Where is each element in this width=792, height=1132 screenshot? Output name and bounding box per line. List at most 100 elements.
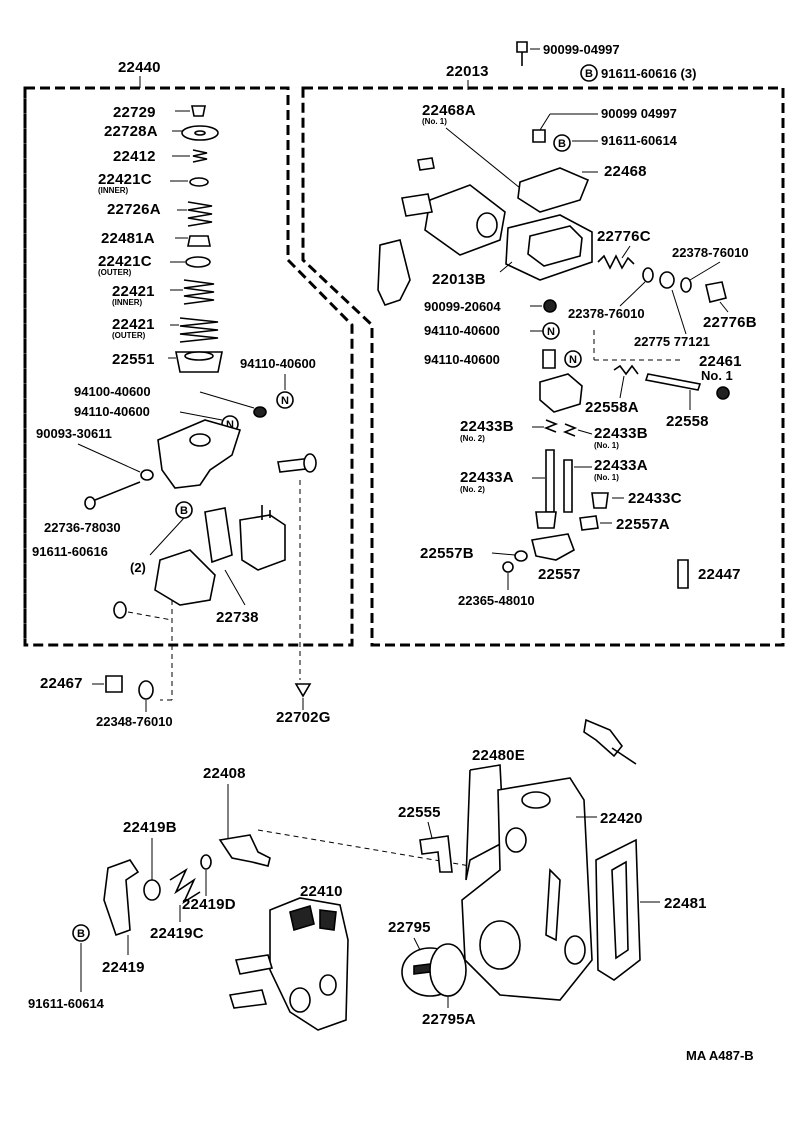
label-22461: 22461 — [699, 353, 742, 370]
label-91611-60614-b: 91611-60614 — [28, 996, 105, 1011]
part-22776C — [597, 254, 635, 270]
part-22558 — [644, 373, 702, 391]
bolt-marker-b-text: B — [585, 68, 593, 80]
part-22468 — [517, 167, 590, 213]
label-22365-48010: 22365-48010 — [458, 593, 535, 608]
nut-marker-a-text: N — [281, 395, 289, 407]
part-bracket-upper — [157, 419, 242, 489]
left-stack-parts — [175, 105, 223, 373]
label-22421-outer: 22421 — [112, 316, 155, 333]
label-22775: 22775 77121 — [634, 334, 710, 349]
label-22555: 22555 — [398, 804, 441, 821]
label-22447: 22447 — [698, 566, 741, 583]
part-22729 — [191, 105, 206, 117]
sub-22468A: (No. 1) — [422, 117, 447, 126]
part-22461 — [716, 386, 730, 400]
label-22557B: 22557B — [420, 545, 474, 562]
label-22419C: 22419C — [150, 925, 204, 942]
label-22795A: 22795A — [422, 1011, 476, 1028]
part-22726A — [187, 201, 213, 227]
label-94110-40600-d: 94110-40600 — [424, 352, 500, 367]
label-22013B: 22013B — [432, 271, 486, 288]
part-clip — [535, 511, 557, 529]
part-22365-48010 — [502, 561, 514, 573]
group-box-left — [23, 86, 354, 647]
part-22736-78030 — [89, 481, 141, 503]
label-22557A: 22557A — [616, 516, 670, 533]
label-22736-78030: 22736-78030 — [44, 520, 121, 535]
part-90099-04997-mid — [532, 129, 546, 143]
part-bracket-lever — [377, 239, 411, 306]
nut-marker-d — [564, 350, 582, 368]
part-22738-plate — [204, 507, 233, 564]
sub-22421C-inner: (INNER) — [98, 186, 129, 195]
label-22410: 22410 — [300, 883, 343, 900]
label-22433A-no2: 22433A — [460, 469, 514, 486]
label-22776C: 22776C — [597, 228, 651, 245]
label-22702G: 22702G — [276, 709, 331, 726]
label-90099-20604: 90099-20604 — [424, 299, 501, 314]
label-22726A: 22726A — [107, 201, 161, 218]
part-22447 — [677, 559, 689, 589]
group-box-right — [301, 86, 785, 647]
part-22557 — [531, 533, 575, 561]
part-switch — [239, 514, 286, 571]
bottom-assembly: 22408 22480E 22555 22420 22481 22795 — [28, 718, 707, 1031]
part-22421C-inner — [189, 177, 209, 187]
sub-22421-inner: (INNER) — [112, 298, 143, 307]
part-22433B-no1 — [562, 423, 578, 437]
part-22408 — [218, 834, 271, 867]
label-22433C: 22433C — [628, 490, 682, 507]
bolt-marker-d — [72, 924, 90, 942]
label-22440: 22440 — [118, 59, 161, 76]
bolt-marker-d-text: B — [77, 928, 85, 940]
part-22467 — [105, 675, 123, 693]
part-22558A — [613, 364, 639, 376]
bolt-marker-a-text: B — [180, 505, 188, 517]
part-block — [539, 373, 583, 413]
label-22468: 22468 — [604, 163, 647, 180]
nut-marker-b-text: N — [226, 419, 234, 431]
part-22433A-no1 — [563, 459, 573, 513]
label-22795: 22795 — [388, 919, 431, 936]
label-22467: 22467 — [40, 675, 83, 692]
label-22421-inner: 22421 — [112, 283, 155, 300]
label-91611-60616-3: 91611-60616 (3) — [601, 66, 696, 81]
label-22729: 22729 — [113, 104, 156, 121]
label-22738: 22738 — [216, 609, 259, 626]
label-94110-40600-b: 94110-40600 — [74, 404, 150, 419]
label-22728A: 22728A — [104, 123, 158, 140]
label-22412: 22412 — [113, 148, 156, 165]
nut-marker-c-text: N — [547, 326, 555, 338]
part-22433B-no2 — [543, 419, 559, 433]
label-94110-40600-a: 94110-40600 — [240, 356, 316, 371]
label-22481A: 22481A — [101, 230, 155, 247]
part-22420 — [461, 777, 593, 1001]
label-22776B: 22776B — [703, 314, 757, 331]
sub-22421-outer: (OUTER) — [112, 331, 146, 340]
label-22421C-inner: 22421C — [98, 171, 152, 188]
part-22775 — [659, 271, 675, 289]
sub-22433A-no1: (No. 1) — [594, 473, 619, 482]
label-90099-04997-top: 90099-04997 — [543, 42, 620, 57]
label-22420: 22420 — [600, 810, 643, 827]
label-22558: 22558 — [666, 413, 709, 430]
sub-22433A-no2: (No. 2) — [460, 485, 485, 494]
part-22776B — [705, 281, 727, 303]
part-22557B — [514, 550, 528, 562]
part-22419B — [143, 879, 161, 901]
label-22013: 22013 — [446, 63, 489, 80]
part-pin — [542, 349, 556, 369]
right-group-parts: 90099-04997 B 91611-60616 (3) 22468A (No… — [377, 41, 757, 608]
nut-marker-c — [542, 322, 560, 340]
label-90093-30611: 90093-30611 — [36, 426, 112, 441]
part-22481 — [595, 838, 641, 981]
part-22555 — [419, 835, 453, 873]
bolt-marker-b — [580, 64, 598, 82]
label-91611-60616-qty: (2) — [130, 560, 146, 575]
sub-22433B-no2: (No. 2) — [460, 434, 485, 443]
part-22419D — [200, 854, 212, 870]
part-22738-arm — [154, 549, 216, 606]
label-22433B-no1: 22433B — [594, 425, 648, 442]
